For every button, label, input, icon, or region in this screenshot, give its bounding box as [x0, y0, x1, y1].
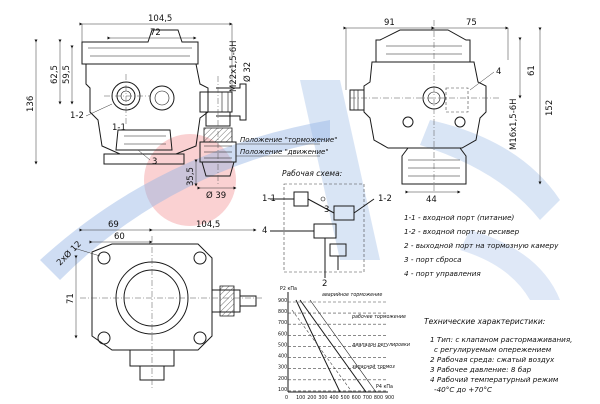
dim-thread-m22: M22x1,5-6H	[229, 40, 239, 92]
dim-35-5: 35,5	[186, 167, 196, 186]
specs-title: Технические характеристики:	[424, 317, 545, 326]
dim-bottom-71: 71	[66, 293, 76, 304]
label-port-3: 3	[152, 157, 157, 167]
legend-item: 1-2 - входной порт на ресивер	[404, 227, 520, 236]
watermark-blue-arc	[420, 120, 560, 220]
graph-y-tick-label: 700	[278, 320, 287, 326]
dim-side-44: 44	[426, 195, 437, 205]
graph-note-reserve: запасной тормоз	[352, 364, 395, 370]
dim-height-62: 62,5	[50, 65, 60, 84]
watermark-blue-swoosh	[40, 120, 330, 280]
graph-curve-service	[299, 299, 367, 393]
legend-item: 3 - порт сброса	[404, 255, 462, 264]
graph-y-ticks: 900 800 700 600 500 400 300 200 100	[278, 298, 287, 393]
graph-curve-reserve	[291, 309, 353, 393]
dim-bottom-60: 60	[114, 232, 125, 242]
graph-y-tick-label: 300	[278, 365, 287, 371]
dim-bottom-69: 69	[108, 220, 119, 230]
dim-side-152: 152	[545, 100, 555, 116]
graph-y-tick-label: 900	[278, 298, 287, 304]
watermark-logo	[40, 80, 560, 300]
graph-note-service: рабочее торможение	[351, 314, 406, 320]
technical-specs: Технические характеристики: 1 Тип: с кла…	[424, 317, 572, 394]
scheme-port-2: 2	[322, 279, 327, 289]
graph-x-tick-label: 400	[329, 395, 338, 400]
graph-x-label: P4 кПа	[376, 384, 393, 390]
graph-grid	[288, 301, 388, 392]
graph-y-tick-label: 100	[278, 387, 287, 393]
label-port-1-2: 1-2	[70, 111, 84, 121]
graph-x-tick-label: 800	[374, 395, 383, 400]
graph-x-tick-label: 200	[307, 395, 316, 400]
label-port-1-1: 1-1	[112, 123, 126, 133]
dim-height-59: 59,5	[62, 65, 72, 84]
graph-x-tick-label: 500	[341, 395, 350, 400]
scheme-port-4: 4	[262, 226, 267, 236]
label-port-4: 4	[496, 67, 501, 77]
spec-item: 3 Рабочее давление: 8 бар	[430, 365, 532, 374]
graph-x-tick-label: 300	[318, 395, 327, 400]
dim-bottom-104-5: 104,5	[196, 220, 220, 230]
dim-total-height: 136	[26, 96, 36, 112]
dim-top-width: 72	[150, 28, 161, 38]
side-view-dimensions: 91 75 61 152 44 M16x1,5-6H 4	[343, 18, 555, 205]
legend-item: 2 - выходной порт на тормозную камеру	[404, 241, 559, 250]
watermark-blue-arc-2	[460, 230, 560, 300]
scheme-port-1-1: 1-1	[262, 194, 276, 204]
graph-x-tick-label: 0	[285, 395, 288, 400]
port-legend: 1-1 - входной порт (питание) 1-2 - входн…	[404, 213, 559, 278]
front-view-dimensions: 104,5 72 62,5 59,5 136 M22x1,5-6H Ø 32 1…	[26, 14, 253, 167]
dim-thread-m16: M16x1,5-6H	[509, 98, 519, 150]
connector-small-dims: 35,5 Ø 39	[186, 159, 237, 201]
bottom-view	[80, 236, 262, 388]
side-view	[349, 20, 500, 192]
legend-item: 1-1 - входной порт (питание)	[404, 213, 515, 222]
graph-note-emergency: аварийное торможение	[322, 292, 382, 298]
position-notes: Положение "торможение" Положение "движен…	[236, 136, 337, 157]
note-braking-position: Положение "торможение"	[240, 136, 337, 144]
spec-item: -40°С до +70°С	[434, 385, 492, 394]
scheme-port-3: 3	[324, 205, 329, 215]
working-scheme: Рабочая схема: 1-1 1-2 4 3 2	[262, 169, 392, 289]
dim-diameter-32: Ø 32	[242, 62, 253, 82]
graph-x-tick-label: 900	[385, 395, 394, 400]
note-driving-position: Положение "движение"	[240, 148, 329, 156]
graph-y-tick-label: 400	[278, 354, 287, 360]
dim-side-91: 91	[384, 18, 395, 28]
scheme-port-1-2: 1-2	[378, 194, 392, 204]
graph-x-tick-label: 600	[352, 395, 361, 400]
spec-item: 4 Рабочий температурный режим	[430, 375, 559, 384]
graph-x-tick-label: 700	[363, 395, 372, 400]
spec-item: с регулируемым опережением	[434, 345, 552, 354]
graph-y-tick-label: 600	[278, 331, 287, 337]
dim-side-61: 61	[527, 65, 537, 76]
graph-y-tick-label: 200	[278, 376, 287, 382]
graph-curve-emergency	[295, 299, 341, 393]
watermark-red-disc	[144, 134, 236, 226]
graph-y-tick-label: 800	[278, 309, 287, 315]
graph-y-label: P2 кПа	[280, 286, 297, 292]
graph-curve-range	[309, 299, 377, 393]
watermark-blue-letter	[300, 80, 380, 260]
dim-width-front: 104,5	[148, 14, 172, 24]
graph-note-range: диапазон регулировки	[351, 343, 410, 348]
spec-item: 2 Рабочая среда: сжатый воздух	[430, 355, 555, 364]
graph-y-tick-label: 500	[278, 342, 287, 348]
spec-item: 1 Тип: с клапаном растормаживания,	[430, 335, 572, 344]
dim-diameter-39: Ø 39	[206, 190, 226, 201]
scheme-title: Рабочая схема:	[282, 169, 342, 178]
graph-x-tick-label: 100	[296, 395, 305, 400]
dim-side-75: 75	[466, 18, 477, 28]
legend-item: 4 - порт управления	[404, 269, 481, 278]
